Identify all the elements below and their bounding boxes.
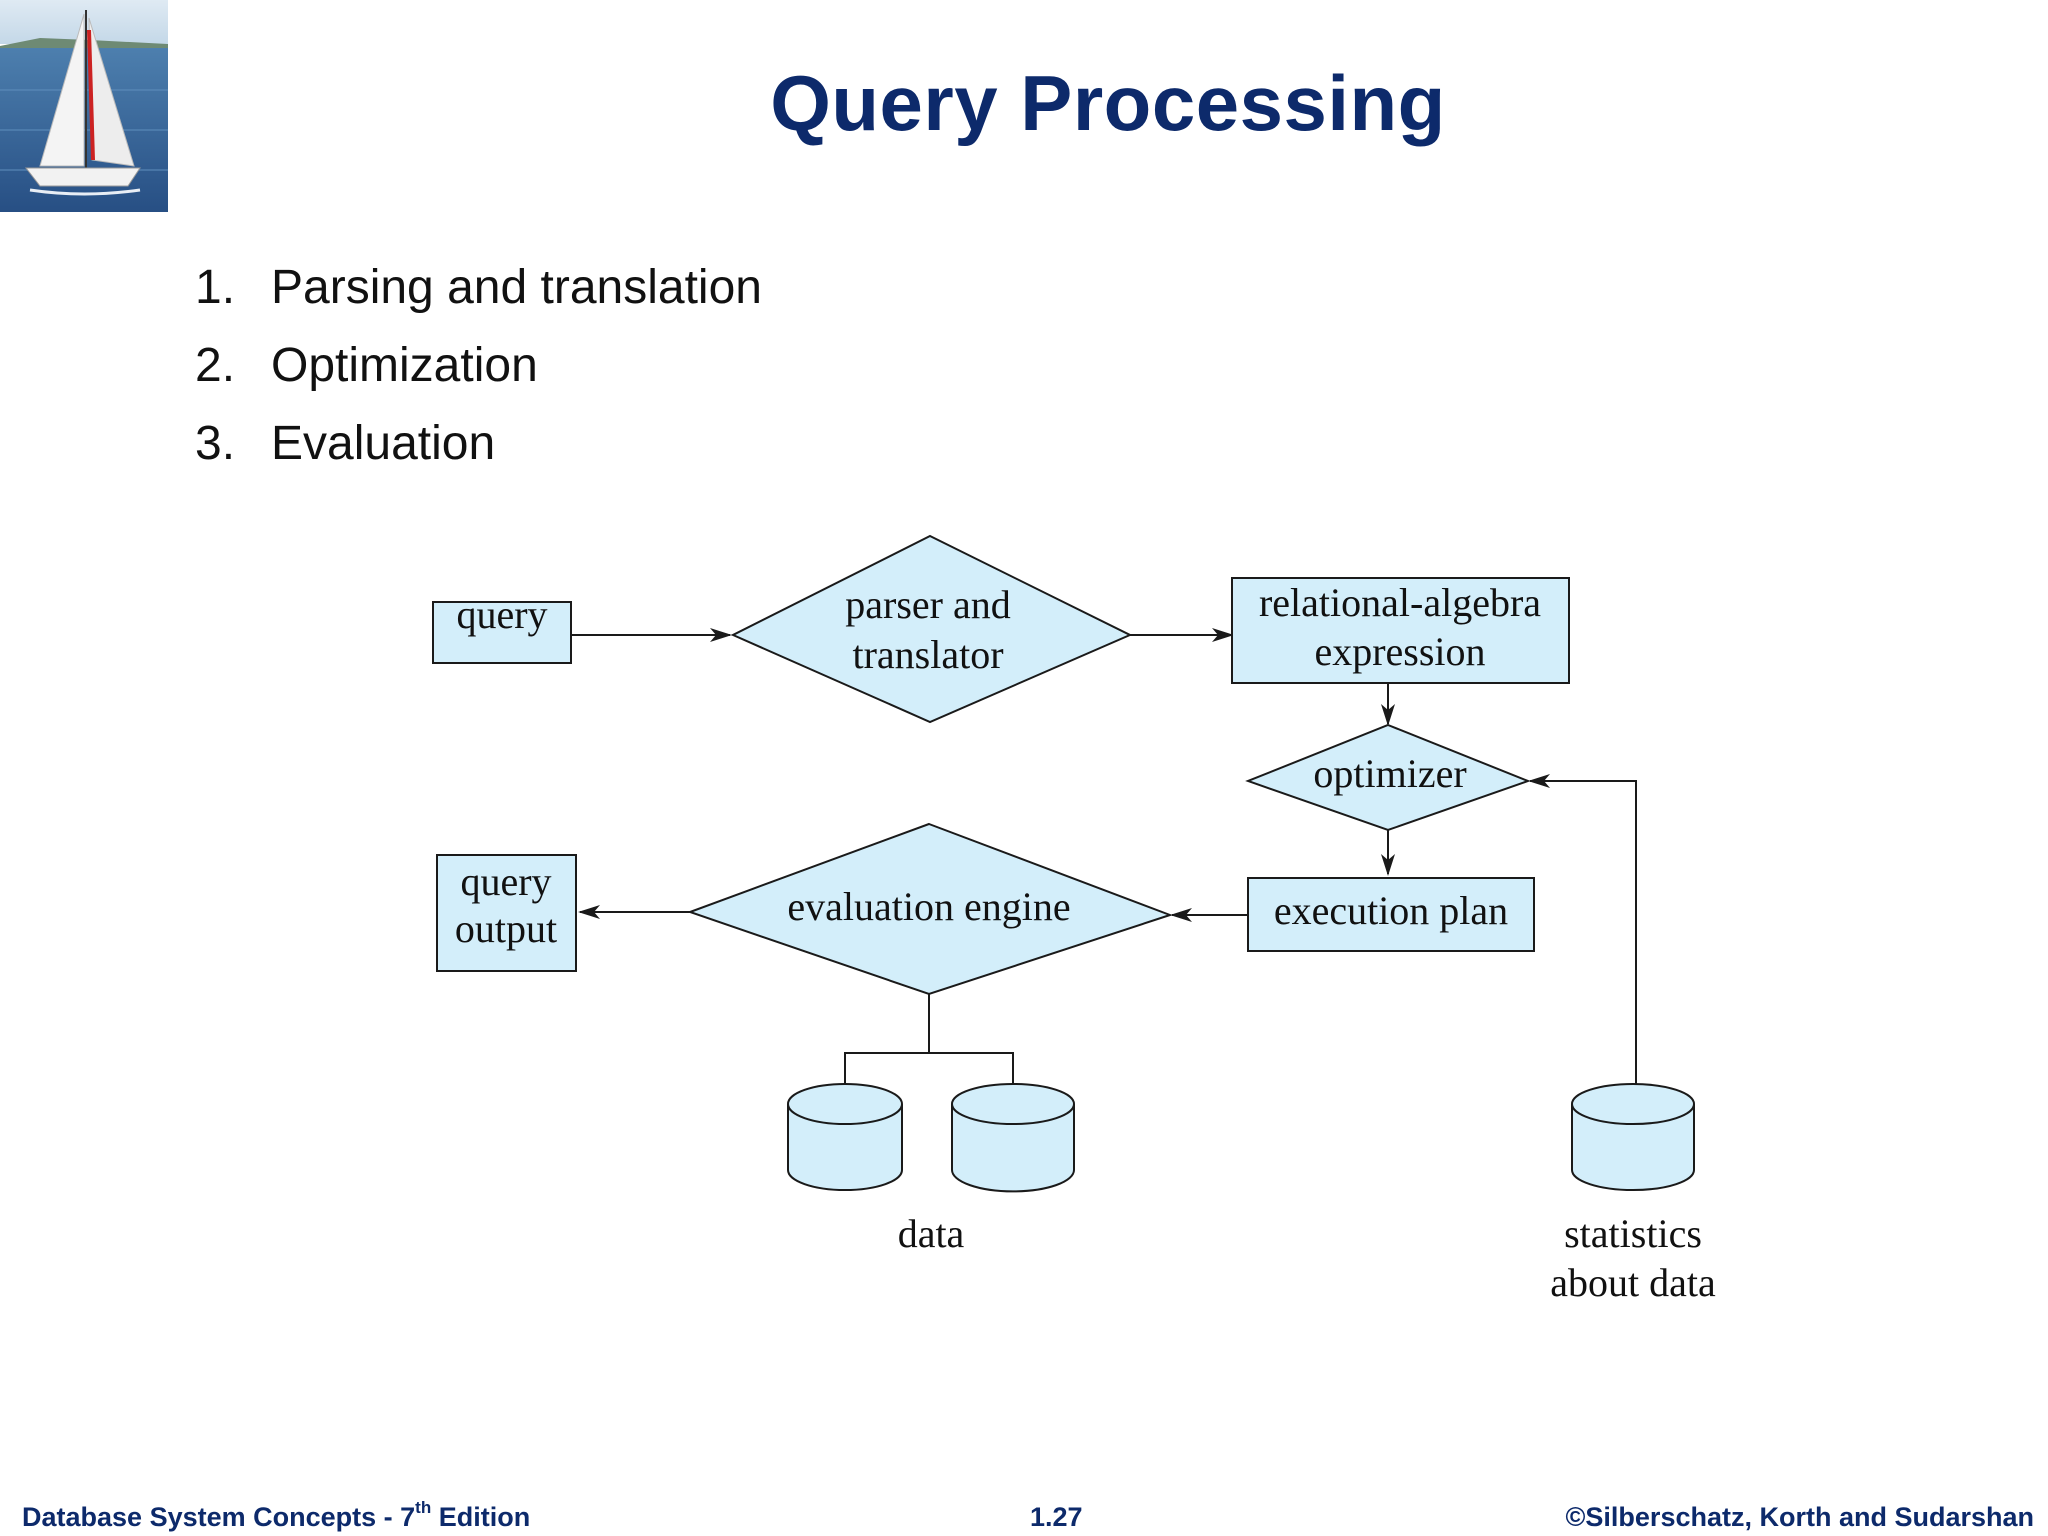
footer-slide-number: 1.27 <box>1030 1502 1083 1532</box>
footer-book-title: Database System Concepts - 7th Edition <box>22 1498 531 1533</box>
footer-book-title-main: Database System Concepts - 7 <box>22 1502 416 1532</box>
step-number: 2. <box>195 339 236 392</box>
engine-to-data-connector <box>844 1052 1014 1086</box>
footer-copyright: ©Silberschatz, Korth and Sudarshan <box>1565 1502 2034 1532</box>
data-cylinder-icon <box>951 1083 1075 1193</box>
query-box <box>432 601 572 664</box>
optimizer-diamond <box>1245 723 1531 832</box>
statistics-cylinder-icon <box>1571 1083 1695 1191</box>
parser-label-line1: parser and <box>845 582 1010 627</box>
statistics-label-line1: statistics <box>1564 1211 1702 1256</box>
step-number: 1. <box>195 261 236 314</box>
step-item: 2. Optimization <box>195 333 762 411</box>
execution-plan-box <box>1247 877 1535 952</box>
expression-label-line2: expression <box>1314 629 1485 674</box>
evaluation-engine-label: evaluation engine <box>787 884 1070 929</box>
step-number: 3. <box>195 417 236 470</box>
optimizer-label: optimizer <box>1313 751 1466 796</box>
query-output-label-line1: query <box>460 859 551 904</box>
step-item: 1. Parsing and translation <box>195 255 762 333</box>
step-list: 1. Parsing and translation 2. Optimization… <box>195 255 762 489</box>
sailboat-logo <box>0 0 168 212</box>
evaluation-engine-diamond <box>687 822 1174 996</box>
step-label: Optimization <box>271 339 538 392</box>
expression-label-line1: relational-algebra <box>1259 580 1541 625</box>
parser-label-line2: translator <box>852 632 1003 677</box>
query-label: query <box>456 592 547 637</box>
query-output-label-line2: output <box>455 906 557 951</box>
step-item: 3. Evaluation <box>195 411 762 489</box>
execution-plan-label: execution plan <box>1274 888 1508 933</box>
step-label: Parsing and translation <box>271 261 762 314</box>
arrow-statistics-to-optimizer <box>1528 774 1637 1086</box>
data-cylinder-icon <box>787 1083 903 1191</box>
slide-title: Query Processing <box>770 59 1446 147</box>
footer-edition-superscript: th <box>415 1498 432 1517</box>
parser-translator-diamond <box>730 534 1133 724</box>
data-label: data <box>898 1211 965 1256</box>
relational-algebra-expression-box <box>1231 577 1570 684</box>
footer-book-title-end: Edition <box>431 1502 531 1532</box>
step-label: Evaluation <box>271 417 496 470</box>
query-output-box <box>436 854 577 972</box>
statistics-label-line2: about data <box>1550 1260 1716 1305</box>
